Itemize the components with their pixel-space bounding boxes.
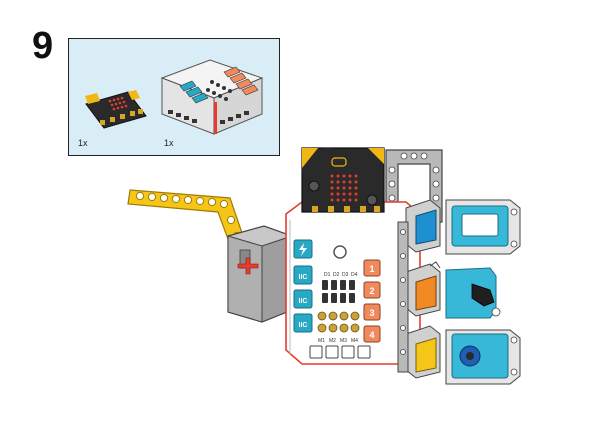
gray-frame-right bbox=[397, 221, 409, 373]
led-matrix bbox=[330, 174, 358, 202]
pin-label: D1 bbox=[324, 272, 331, 278]
orange-potentiometer-module bbox=[405, 261, 501, 319]
microbit-quantity: 1x bbox=[78, 138, 88, 148]
motor-connectors bbox=[309, 345, 371, 359]
motor-label: M3 bbox=[340, 338, 347, 344]
iic-port-2: IIC bbox=[293, 289, 313, 309]
port-number: 1 bbox=[369, 264, 374, 274]
step-number: 9 bbox=[32, 25, 54, 67]
oled-display-module bbox=[405, 199, 521, 255]
servo-motor bbox=[227, 225, 293, 323]
port-number: 4 bbox=[369, 330, 374, 340]
motor-label: M1 bbox=[318, 338, 325, 344]
iic-label: IIC bbox=[299, 298, 308, 305]
motor-labels: M1 M2 M3 M4 bbox=[318, 338, 358, 344]
pin-label: D3 bbox=[342, 272, 349, 278]
microbit-logo-icon bbox=[331, 157, 347, 167]
button-b-icon bbox=[366, 194, 378, 206]
expansion-board-quantity: 1x bbox=[164, 138, 174, 148]
power-port bbox=[293, 239, 313, 259]
motor-label: M4 bbox=[351, 338, 358, 344]
microbit-board bbox=[301, 147, 385, 213]
motor-pin-holes bbox=[317, 311, 360, 333]
iic-port-3: IIC bbox=[293, 313, 313, 333]
iic-label: IIC bbox=[299, 274, 308, 281]
pin-labels: D1 D2 D3 D4 bbox=[324, 272, 358, 278]
port-3: 3 bbox=[363, 303, 381, 321]
button-a-icon bbox=[308, 180, 320, 192]
knob-icon bbox=[471, 283, 495, 307]
port-number: 3 bbox=[369, 308, 374, 318]
lightning-icon bbox=[299, 243, 307, 256]
oled-screen bbox=[461, 213, 499, 237]
yellow-encoder-module bbox=[405, 325, 521, 385]
microbit-part-illustration bbox=[85, 90, 147, 129]
pin-connectors bbox=[322, 280, 355, 303]
power-button-icon bbox=[333, 245, 347, 259]
expansion-board-part-illustration bbox=[160, 59, 264, 135]
edge-connector bbox=[312, 206, 380, 212]
port-2: 2 bbox=[363, 281, 381, 299]
motor-label: M2 bbox=[329, 338, 336, 344]
iic-port-1: IIC bbox=[293, 265, 313, 285]
pin-label: D2 bbox=[333, 272, 340, 278]
iic-label: IIC bbox=[299, 322, 308, 329]
port-number: 2 bbox=[369, 286, 374, 296]
port-1: 1 bbox=[363, 259, 381, 277]
pin-label: D4 bbox=[351, 272, 358, 278]
port-4: 4 bbox=[363, 325, 381, 343]
